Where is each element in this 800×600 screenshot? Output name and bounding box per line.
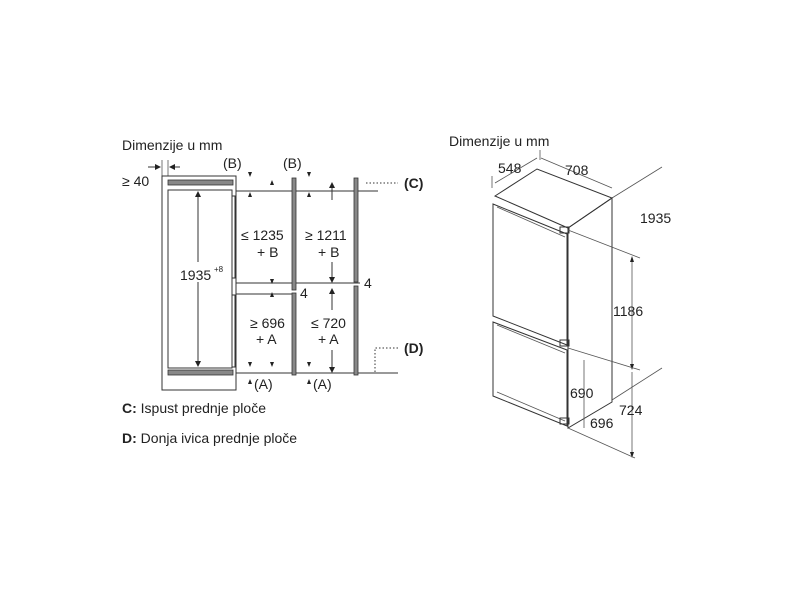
lower-max-plus-a: + A — [318, 331, 339, 347]
gap-4-label-2: 4 — [364, 275, 372, 291]
front-panel-lower-1 — [291, 292, 297, 376]
lower-door — [492, 321, 568, 427]
legend-c: C: Ispust prednje ploče — [122, 400, 266, 416]
upper-max-label: ≤ 1235 — [241, 227, 284, 243]
height-3d-label: 1935 — [640, 210, 671, 226]
front-panel-upper-2 — [353, 177, 359, 283]
label-d: (D) — [404, 340, 423, 356]
upper-3d-label: 1186 — [613, 303, 643, 319]
height-tolerance: +8 — [214, 265, 224, 274]
label-b1: (B) — [223, 155, 242, 171]
label-b2: (B) — [283, 155, 302, 171]
lower-front-label: 690 — [570, 385, 594, 401]
right-title: Dimenzije u mm — [449, 133, 549, 149]
lower-min-plus-a: + A — [256, 331, 277, 347]
upper-min-label: ≥ 1211 — [305, 227, 347, 243]
depth-label: 548 — [498, 160, 522, 176]
legend-d: D: Donja ivica prednje ploče — [122, 430, 297, 446]
height-label: 1935 — [180, 267, 211, 283]
niche-diagram: Dimenzije u mm ≥ 40 1935 +8 (B) (B) — [122, 137, 423, 392]
upper-max-plus-b: + B — [257, 244, 278, 260]
front-panel-lower-2 — [353, 285, 359, 376]
lower-min-label: ≥ 696 — [250, 315, 285, 331]
niche-outline — [161, 175, 237, 391]
appliance-body — [167, 189, 233, 369]
lower-depth-label: 696 — [590, 415, 614, 431]
gap-4-label-1: 4 — [300, 285, 308, 301]
label-a2: (A) — [313, 376, 332, 392]
front-panel-upper-1 — [291, 177, 297, 291]
label-a1: (A) — [254, 376, 273, 392]
width-label: 708 — [565, 162, 589, 178]
bottom-rail — [167, 369, 234, 376]
left-title: Dimenzije u mm — [122, 137, 222, 153]
lower-side-label: 724 — [619, 402, 643, 418]
lower-max-label: ≤ 720 — [311, 315, 346, 331]
appliance-3d-diagram: Dimenzije u mm 548 708 1935 1186 690 724 — [449, 133, 671, 459]
upper-door — [492, 203, 568, 346]
top-rail — [167, 179, 234, 186]
label-c: (C) — [404, 175, 423, 191]
gap-min-label: ≥ 40 — [122, 173, 149, 189]
upper-min-plus-b: + B — [318, 244, 339, 260]
legend: C: Ispust prednje ploče D: Donja ivica p… — [122, 400, 297, 446]
